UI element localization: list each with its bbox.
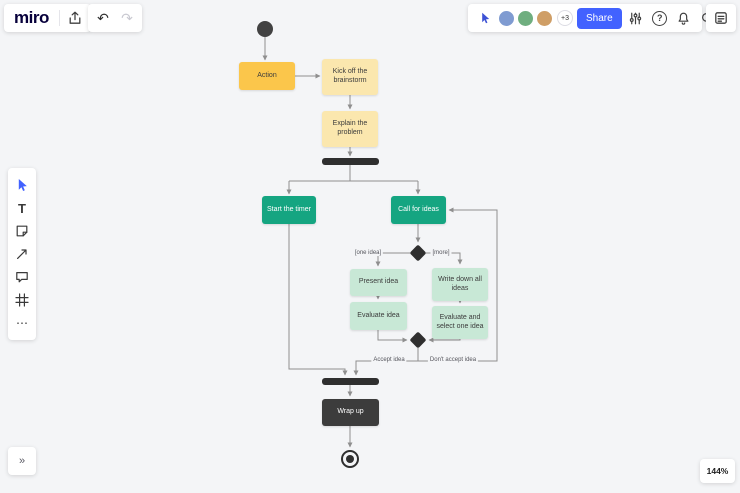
node-kick-off[interactable]: Kick off the brainstorm — [322, 59, 378, 95]
cursor-icon — [482, 12, 490, 24]
sticky-note-tool[interactable] — [11, 220, 33, 242]
collaborator-avatar[interactable] — [536, 9, 553, 27]
select-tool[interactable] — [11, 174, 33, 196]
text-tool-icon: T — [18, 200, 26, 216]
help-icon: ? — [652, 10, 668, 26]
node-present-idea[interactable]: Present idea — [350, 269, 407, 296]
export-button[interactable] — [63, 6, 87, 30]
node-call-for-ideas[interactable]: Call for ideas — [391, 196, 446, 224]
frame-tool[interactable] — [11, 289, 33, 311]
pointer-follow-button[interactable] — [476, 6, 494, 30]
avatar-group — [498, 9, 553, 27]
node-start-timer[interactable]: Start the timer — [262, 196, 316, 224]
redo-icon: ↷ — [121, 10, 133, 26]
arrow-icon — [17, 249, 27, 259]
edge-label-accept-idea[interactable]: Accept idea — [371, 357, 407, 363]
node-write-down-ideas[interactable]: Write down all ideas — [432, 268, 488, 301]
node-action[interactable]: Action — [239, 62, 295, 90]
settings-button[interactable] — [626, 6, 646, 30]
edge-evaluate-merge[interactable] — [377, 330, 408, 343]
edge-timer-join[interactable] — [288, 224, 348, 376]
join-bar[interactable] — [322, 378, 379, 385]
undo-icon: ↶ — [97, 10, 109, 26]
final-node-core — [346, 455, 354, 463]
bell-icon — [678, 12, 689, 25]
sliders-icon — [629, 12, 642, 24]
edge-accept-join[interactable] — [353, 360, 418, 376]
notes-panel-button[interactable] — [706, 4, 736, 32]
edge-label-dont-accept-idea[interactable]: Don't accept idea — [427, 357, 479, 363]
zoom-level: 144% — [706, 466, 729, 476]
node-explain-problem[interactable]: Explain the problem — [322, 111, 378, 147]
notes-icon — [715, 12, 727, 24]
sticky-note-icon — [16, 225, 28, 237]
edge-label-more[interactable]: [more] — [430, 250, 452, 256]
redo-button[interactable]: ↷ — [115, 6, 139, 30]
frame-icon — [15, 293, 29, 307]
help-button[interactable]: ? — [650, 6, 670, 30]
comment-tool[interactable] — [11, 266, 33, 288]
text-tool[interactable]: T — [11, 197, 33, 219]
arrow-tool[interactable] — [11, 243, 33, 265]
logo-panel: miro — [4, 4, 91, 32]
collaborator-avatar[interactable] — [498, 9, 515, 27]
notifications-button[interactable] — [674, 6, 694, 30]
fork-bar[interactable] — [322, 158, 379, 165]
node-evaluate-select-idea[interactable]: Evaluate and select one idea — [432, 306, 488, 339]
initial-node[interactable] — [257, 21, 273, 37]
edge-evaluateselect-merge[interactable] — [428, 337, 461, 343]
merge-diamond[interactable] — [409, 331, 427, 349]
undo-button[interactable]: ↶ — [91, 6, 115, 30]
miro-logo[interactable]: miro — [14, 8, 49, 27]
creation-toolbar: T ⋯ — [8, 168, 36, 340]
share-button[interactable]: Share — [577, 7, 622, 29]
collaborators-overflow-badge[interactable]: +3 — [557, 10, 573, 26]
final-node[interactable] — [341, 450, 359, 468]
more-tools[interactable]: ⋯ — [11, 312, 33, 334]
edge-label-one-idea[interactable]: [one idea] — [352, 250, 384, 256]
comment-icon — [16, 272, 28, 283]
help-glyph: ? — [656, 13, 663, 23]
zoom-level-button[interactable]: 144% — [700, 459, 735, 483]
history-panel: ↶ ↷ — [88, 4, 142, 32]
node-wrap-up[interactable]: Wrap up — [322, 399, 379, 426]
collab-panel: +3 Share ? — [468, 4, 714, 32]
more-icon: ⋯ — [16, 316, 28, 330]
divider — [58, 10, 60, 26]
collaborator-avatar[interactable] — [517, 9, 534, 27]
chevron-right-icon: » — [18, 455, 26, 467]
decision-diamond[interactable] — [409, 244, 427, 262]
node-evaluate-idea[interactable]: Evaluate idea — [350, 302, 407, 330]
export-icon — [69, 11, 81, 24]
select-cursor-icon — [18, 179, 27, 191]
expand-panel-button[interactable]: » — [8, 447, 36, 475]
